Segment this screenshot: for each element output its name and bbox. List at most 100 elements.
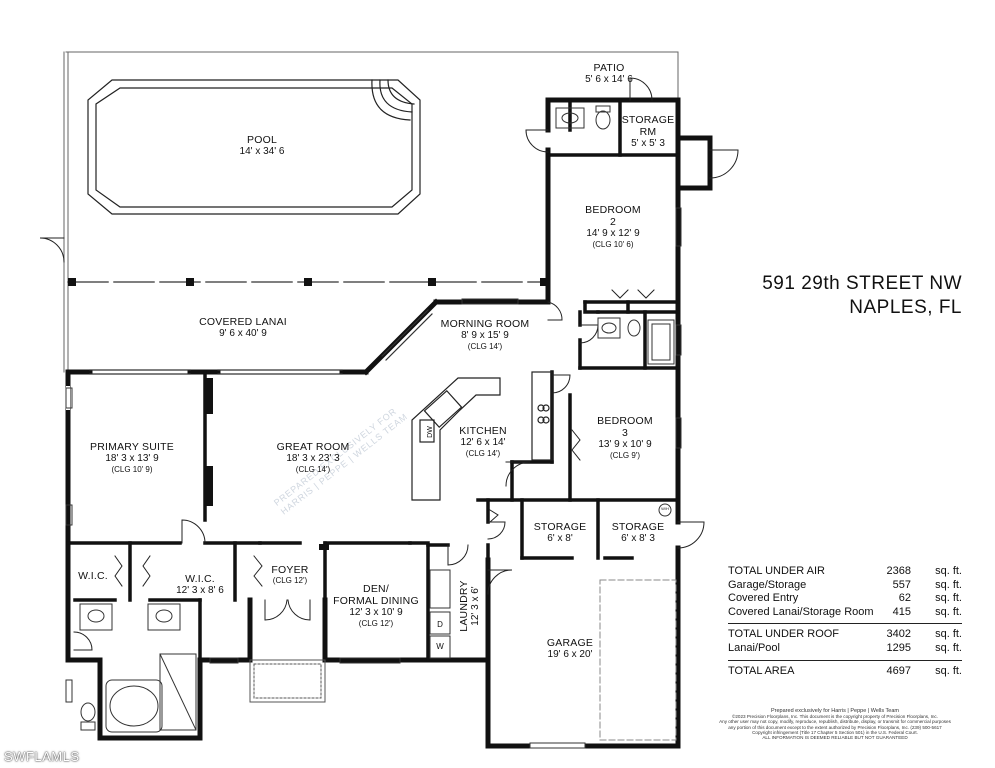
room-name: LAUNDRY <box>458 580 471 632</box>
copyright-line: ALL INFORMATION IS DEEMED RELIABLE BUT N… <box>762 735 908 741</box>
room-laundry: LAUNDRY 12' 3 x 6' <box>458 580 482 631</box>
copyright-line: Copyright infringement (Title 17 Chapter… <box>752 729 918 735</box>
room-name: STORAGE <box>533 521 587 533</box>
room-storage-2: STORAGE 6' x 8' 3 <box>612 521 665 545</box>
room-name-2: 2 <box>609 216 617 229</box>
room-name: MORNING ROOM <box>440 318 530 330</box>
area-unit: sq. ft. <box>914 623 962 642</box>
room-name: DEN/ <box>363 583 389 595</box>
room-dims: 18' 3 x 23' 3 <box>286 453 340 465</box>
pool-enclosure <box>63 51 679 373</box>
room-dims: 8' 9 x 15' 9 <box>461 330 509 342</box>
area-value: 3402 <box>884 623 914 642</box>
room-name: GARAGE <box>546 637 594 649</box>
room-kitchen: KITCHEN 12' 6 x 14' (CLG 14') <box>459 425 507 458</box>
room-dims: 12' 3 x 6' <box>470 586 482 626</box>
room-dims: 14' x 34' 6 <box>239 146 285 158</box>
room-dims: 18' 3 x 13' 9 <box>105 453 159 465</box>
area-row: TOTAL UNDER AIR 2368 sq. ft. <box>728 565 962 579</box>
pool-outline <box>87 79 421 215</box>
room-name: FOYER <box>271 564 309 576</box>
area-unit: sq. ft. <box>935 578 962 591</box>
room-name-2: 3 <box>621 427 629 440</box>
room-patio: PATIO 5' 6 x 14' 6 <box>585 62 633 86</box>
columns <box>204 378 329 550</box>
room-morning-room: MORNING ROOM 8' 9 x 15' 9 (CLG 14') <box>441 318 530 351</box>
copyright-line: ©2023 Precision Floorplans, Inc. This do… <box>731 714 939 720</box>
washer-label: W <box>436 642 444 651</box>
room-ceiling: (CLG 10' 9) <box>111 464 153 474</box>
room-name: STORAGE <box>611 521 665 533</box>
property-address: 591 29th STREET NW NAPLES, FL <box>730 272 962 320</box>
room-foyer: FOYER (CLG 12') <box>271 564 308 585</box>
windows <box>65 207 682 749</box>
area-label: Covered Lanai/Storage Room <box>728 605 874 618</box>
room-ceiling: (CLG 9') <box>610 450 640 460</box>
area-value: 1295 <box>886 641 911 654</box>
room-covered-lanai: COVERED LANAI 9' 6 x 40' 9 <box>199 316 287 340</box>
room-storage-1: STORAGE 6' x 8' <box>534 521 587 545</box>
dryer-label: D <box>437 620 443 629</box>
room-storage-rm: STORAGE RM 5' x 5' 3 <box>622 114 675 150</box>
dishwasher-label: DW <box>426 426 434 438</box>
room-name: BEDROOM <box>597 415 653 427</box>
room-dims: 5' x 5' 3 <box>631 138 665 150</box>
area-label: Garage/Storage <box>728 578 807 591</box>
lanai-posts <box>68 278 548 286</box>
room-wic-2: W.I.C. 12' 3 x 8' 6 <box>176 573 224 597</box>
address-line-1: 591 29th STREET NW <box>762 273 962 294</box>
room-dims: 14' 9 x 12' 9 <box>586 228 640 240</box>
room-garage: GARAGE 19' 6 x 20' <box>547 637 593 661</box>
mls-watermark: SWFLAMLS <box>4 749 80 764</box>
area-summary-table: TOTAL UNDER AIR 2368 sq. ft. Garage/Stor… <box>728 565 962 679</box>
room-name: KITCHEN <box>459 425 507 437</box>
room-name-2: FORMAL DINING <box>333 595 419 608</box>
room-dims: 13' 9 x 10' 9 <box>598 439 652 451</box>
room-dims: 12' 3 x 8' 6 <box>176 585 224 597</box>
area-row: TOTAL UNDER ROOF 3402 sq. ft. <box>728 623 962 642</box>
door-swings <box>73 77 739 651</box>
area-row: Garage/Storage 557 sq. ft. <box>728 579 962 593</box>
room-name: POOL <box>247 134 277 146</box>
room-dims: 6' x 8' <box>547 533 573 545</box>
room-name: GREAT ROOM <box>276 441 350 453</box>
room-ceiling: (CLG 10' 6) <box>592 239 634 249</box>
room-ceiling: (CLG 14') <box>467 341 503 351</box>
prepared-for: Prepared exclusively for Harris | Peppe … <box>771 708 899 714</box>
area-value: 4697 <box>884 659 914 679</box>
bath-fixtures <box>79 105 675 733</box>
copyright-line: Any other user may not copy, modify, rep… <box>719 719 951 725</box>
room-dims: 6' x 8' 3 <box>621 533 655 545</box>
area-unit: sq. ft. <box>935 605 962 618</box>
room-name: STORAGE <box>621 114 675 126</box>
room-dims: 5' 6 x 14' 6 <box>585 74 633 86</box>
area-label: TOTAL UNDER ROOF <box>728 623 885 642</box>
area-value: 415 <box>892 605 911 618</box>
room-wic-1: W.I.C. <box>78 570 108 582</box>
area-value: 62 <box>898 592 911 605</box>
kitchen-counters <box>411 371 553 501</box>
room-pool: POOL 14' x 34' 6 <box>240 134 285 158</box>
room-great-room: GREAT ROOM 18' 3 x 23' 3 (CLG 14') <box>277 441 350 474</box>
room-name: BEDROOM <box>585 204 641 216</box>
area-unit: sq. ft. <box>935 641 962 654</box>
area-row: Covered Entry 62 sq. ft. <box>728 592 962 606</box>
room-name: PRIMARY SUITE <box>90 441 174 453</box>
area-label: TOTAL AREA <box>728 659 885 679</box>
copyright-notice: Prepared exclusively for Harris | Peppe … <box>700 708 970 741</box>
room-dims: 19' 6 x 20' <box>547 649 593 661</box>
water-heater-label: W/H <box>661 506 669 511</box>
area-unit: sq. ft. <box>914 659 962 679</box>
room-ceiling: (CLG 12') <box>272 576 308 586</box>
area-row: Covered Lanai/Storage Room 415 sq. ft. <box>728 606 962 620</box>
room-primary-suite: PRIMARY SUITE 18' 3 x 13' 9 (CLG 10' 9) <box>90 441 174 474</box>
room-bedroom-2: BEDROOM 2 14' 9 x 12' 9 (CLG 10' 6) <box>585 204 641 249</box>
area-label: Covered Entry <box>728 592 799 605</box>
room-dims: 9' 6 x 40' 9 <box>219 328 267 340</box>
area-label: TOTAL UNDER AIR <box>728 565 825 577</box>
room-name: W.I.C. <box>78 570 108 582</box>
address-line-2: NAPLES, FL <box>849 296 962 318</box>
room-dims: 12' 3 x 10' 9 <box>349 607 403 619</box>
area-unit: sq. ft. <box>935 565 962 577</box>
